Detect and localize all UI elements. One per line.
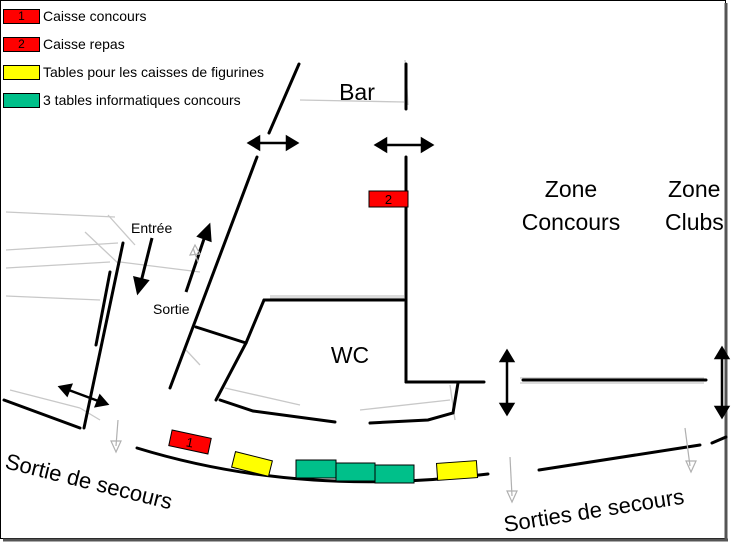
- computer-table: [374, 464, 415, 484]
- walls: [2, 62, 728, 484]
- legend-number: 1: [18, 9, 25, 23]
- sketch-lines: [5, 59, 704, 421]
- figurine-table: [435, 460, 479, 481]
- legend-label: Caisse concours: [43, 8, 147, 24]
- legend-row-computer-tables: 3 tables informatiques concours: [3, 86, 264, 114]
- door-arrows: [57, 134, 731, 420]
- legend-label: 3 tables informatiques concours: [43, 92, 241, 108]
- legend-swatch: [3, 92, 40, 108]
- sortie-de-secours-label: Sortie de secours: [3, 449, 175, 515]
- legend-swatch: 2: [3, 36, 40, 52]
- wc-label: WC: [331, 342, 369, 368]
- sketch-arrows: [110, 243, 697, 504]
- figurine-table: [231, 451, 273, 477]
- zone-concours-label-line1: Zone: [545, 176, 597, 202]
- caisse-concours-box: [168, 429, 212, 455]
- legend-number: 2: [18, 37, 25, 51]
- legend-label: Tables pour les caisses de figurines: [43, 64, 265, 80]
- zone-clubs-label-line2: Clubs: [665, 209, 724, 235]
- sortie-label: Sortie: [153, 301, 190, 317]
- zone-clubs-label-line1: Zone: [668, 176, 720, 202]
- sorties-de-secours-label: Sorties de secours: [502, 484, 686, 537]
- legend-row-caisse-concours: 1 Caisse concours: [3, 2, 264, 30]
- caisse-repas-number: 2: [385, 192, 392, 207]
- flow-arrows: [133, 222, 212, 296]
- legend-row-figurine-tables: Tables pour les caisses de figurines: [3, 58, 264, 86]
- caisse-concours-number: 1: [185, 434, 195, 450]
- legend: 1 Caisse concours 2 Caisse repas Tables …: [3, 2, 264, 114]
- computer-table: [295, 459, 337, 479]
- zone-concours-label-line2: Concours: [522, 209, 620, 235]
- legend-row-caisse-repas: 2 Caisse repas: [3, 30, 264, 58]
- bar-label: Bar: [339, 79, 375, 105]
- caisse-repas-box: [368, 190, 409, 208]
- legend-swatch: [3, 64, 40, 80]
- legend-swatch: 1: [3, 8, 40, 24]
- furniture: 2 1: [168, 190, 479, 484]
- legend-label: Caisse repas: [43, 36, 125, 52]
- computer-table: [335, 462, 376, 482]
- entree-label: Entrée: [131, 220, 172, 236]
